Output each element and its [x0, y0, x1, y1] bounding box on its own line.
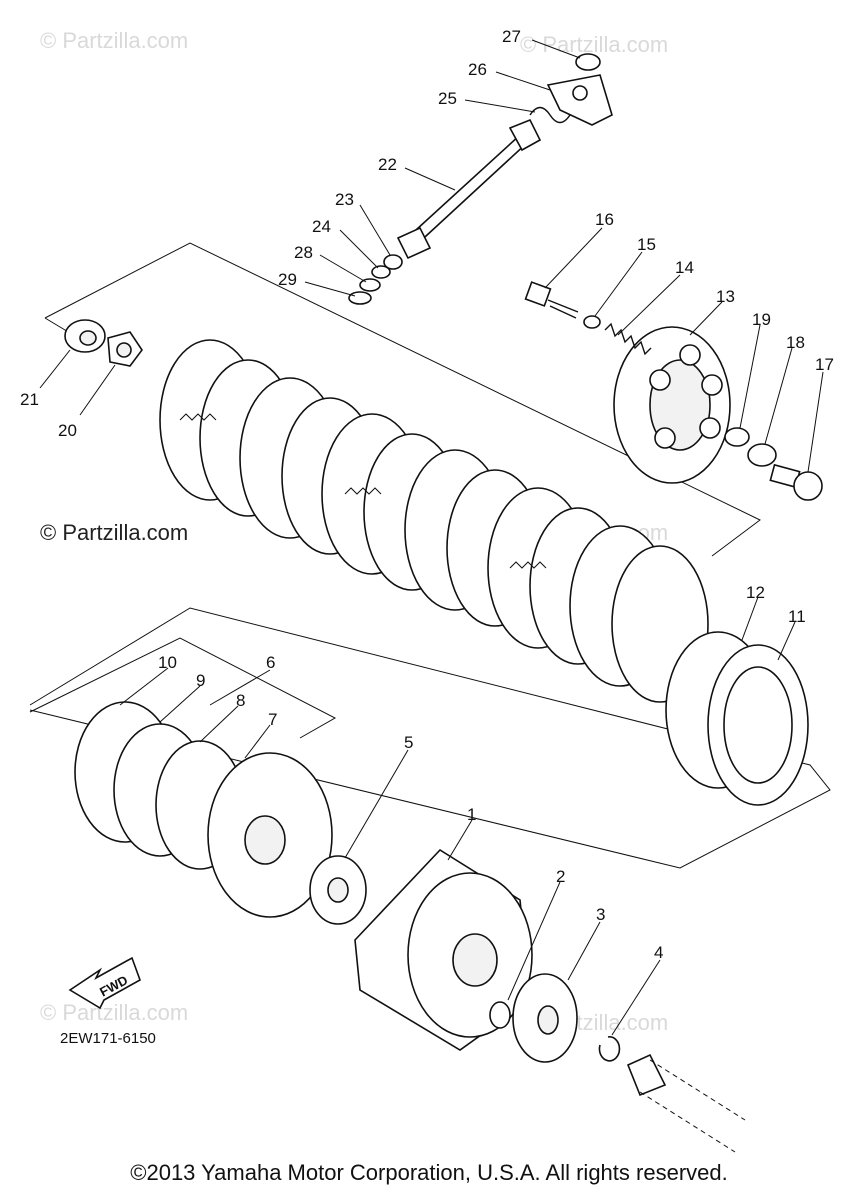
- watermark-top-right: © Partzilla.com: [520, 32, 668, 57]
- callout-21: 21: [20, 390, 39, 409]
- hub-subassembly-frame: [29, 637, 337, 739]
- primary-drive-gear: [512, 973, 578, 1063]
- callout-25: 25: [438, 89, 457, 108]
- thrust-washer: [309, 855, 367, 925]
- callout-labels: 27 26 25 22 23 24 28 29 16 15 14 13 19 1…: [20, 27, 834, 962]
- callout-11: 11: [788, 607, 806, 626]
- washer-19: [724, 427, 750, 447]
- dowel-pin: [575, 53, 601, 71]
- callout-29: 29: [278, 270, 297, 289]
- spacer: [489, 1001, 511, 1029]
- callout-9: 9: [196, 671, 205, 690]
- callout-7: 7: [268, 710, 277, 729]
- callout-14: 14: [675, 258, 694, 277]
- push-rod-ball: [769, 463, 823, 501]
- clutch-housing: [354, 848, 533, 1051]
- callout-23: 23: [335, 190, 354, 209]
- callout-10: 10: [158, 653, 177, 672]
- clutch-spring: [604, 322, 652, 356]
- callout-15: 15: [637, 235, 656, 254]
- callout-4: 4: [654, 943, 663, 962]
- callout-6: 6: [266, 653, 275, 672]
- callout-19: 19: [752, 310, 771, 329]
- callout-17: 17: [815, 355, 834, 374]
- diagram-code: 2EW171-6150: [60, 1030, 156, 1047]
- washer-28: [359, 278, 381, 292]
- leader-lines: [39, 39, 824, 1036]
- callout-13: 13: [716, 287, 735, 306]
- callout-24: 24: [312, 217, 331, 236]
- spring-clip: [529, 106, 571, 124]
- callout-8: 8: [236, 691, 245, 710]
- callout-20: 20: [58, 421, 77, 440]
- nut: [64, 319, 106, 353]
- bolt-washer: [583, 315, 601, 329]
- clutch-boss: [207, 752, 333, 918]
- copyright-notice: ©2013 Yamaha Motor Corporation, U.S.A. A…: [130, 1160, 728, 1185]
- friction-plate-11: [707, 644, 809, 806]
- washer-18: [747, 443, 777, 467]
- washer-24: [371, 265, 391, 279]
- callout-2: 2: [556, 867, 565, 886]
- forward-arrow-icon: FWD: [68, 956, 141, 1010]
- watermark-top-left: © Partzilla.com: [40, 28, 188, 53]
- clutch-boss-rings: [74, 701, 245, 870]
- callout-16: 16: [595, 210, 614, 229]
- push-lever-shaft: [396, 118, 542, 260]
- watermark-bottom-left: © Partzilla.com: [40, 1000, 188, 1025]
- circlip-29: [348, 291, 372, 305]
- lock-washer: [107, 331, 143, 367]
- lower-assembly-frame: [29, 607, 831, 869]
- clutch-bolt: [524, 281, 579, 319]
- callout-12: 12: [746, 583, 765, 602]
- callout-5: 5: [404, 733, 413, 752]
- callout-3: 3: [596, 905, 605, 924]
- callout-27: 27: [502, 27, 521, 46]
- pressure-plate: [613, 326, 731, 484]
- upper-assembly-frame: [44, 242, 761, 557]
- callout-26: 26: [468, 60, 487, 79]
- callout-1: 1: [467, 805, 476, 824]
- callout-22: 22: [378, 155, 397, 174]
- push-lever: [546, 74, 613, 126]
- watermark-primary: © Partzilla.com: [40, 520, 188, 545]
- friction-plate-stack: [159, 339, 709, 703]
- callout-28: 28: [294, 243, 313, 262]
- crankshaft-end: [626, 1053, 746, 1153]
- oil-seal: [383, 254, 403, 270]
- callout-18: 18: [786, 333, 805, 352]
- circlip-4: [598, 1036, 621, 1062]
